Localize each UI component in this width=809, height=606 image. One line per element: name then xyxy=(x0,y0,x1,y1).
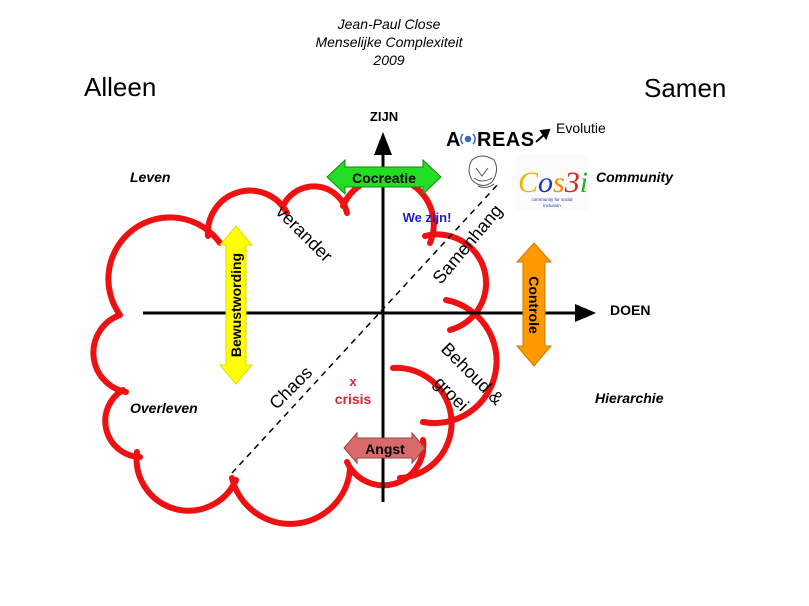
label-verander: verander xyxy=(272,202,336,266)
crisis-mark: x xyxy=(349,374,357,389)
horizontal-axis-arrowhead xyxy=(575,304,596,322)
cocreatie-label: Cocreatie xyxy=(352,170,416,186)
subtitle: Menselijke Complexiteit xyxy=(315,34,463,50)
label-chaos: Chaos xyxy=(265,362,316,413)
label-we-zijn: We zijn! xyxy=(403,210,452,225)
svg-text:inclusion: inclusion xyxy=(543,203,561,208)
svg-text:REAS: REAS xyxy=(477,129,535,151)
svg-text:A: A xyxy=(446,129,461,151)
author: Jean-Paul Close xyxy=(337,16,441,32)
cocreatie-arrow: Cocreatie xyxy=(326,158,442,196)
quadrant-overleven: Overleven xyxy=(130,400,198,416)
angst-label: Angst xyxy=(365,441,405,457)
evolutie-arrow xyxy=(535,128,551,143)
label-evolutie: Evolutie xyxy=(556,120,606,136)
svg-text:Cos3i: Cos3i xyxy=(518,166,588,199)
cloud-shape xyxy=(90,174,500,527)
hand-drawn-logo xyxy=(468,155,498,189)
wifi-icon xyxy=(460,133,476,145)
controle-arrow: Controle xyxy=(515,242,553,367)
cos3i-tagline: community for social xyxy=(531,197,572,202)
label-crisis: crisis xyxy=(335,391,372,407)
axis-label-zijn: ZIJN xyxy=(370,109,398,124)
vertical-axis-arrowhead xyxy=(374,132,392,155)
label-alleen: Alleen xyxy=(84,72,156,102)
bewustwording-label: Bewustwording xyxy=(228,253,244,357)
quadrant-hierarchie: Hierarchie xyxy=(595,390,664,406)
label-samen: Samen xyxy=(644,73,726,103)
bewustwording-arrow: Bewustwording xyxy=(218,225,254,385)
angst-arrow: Angst xyxy=(343,431,426,465)
controle-label: Controle xyxy=(526,276,542,334)
axis-label-doen: DOEN xyxy=(610,302,650,318)
year: 2009 xyxy=(372,52,404,68)
cos3i-logo: Cos3i community for social inclusion xyxy=(516,154,588,210)
areas-logo: A REAS xyxy=(446,129,535,151)
quadrant-leven: Leven xyxy=(130,169,170,185)
quadrant-community: Community xyxy=(596,169,674,185)
